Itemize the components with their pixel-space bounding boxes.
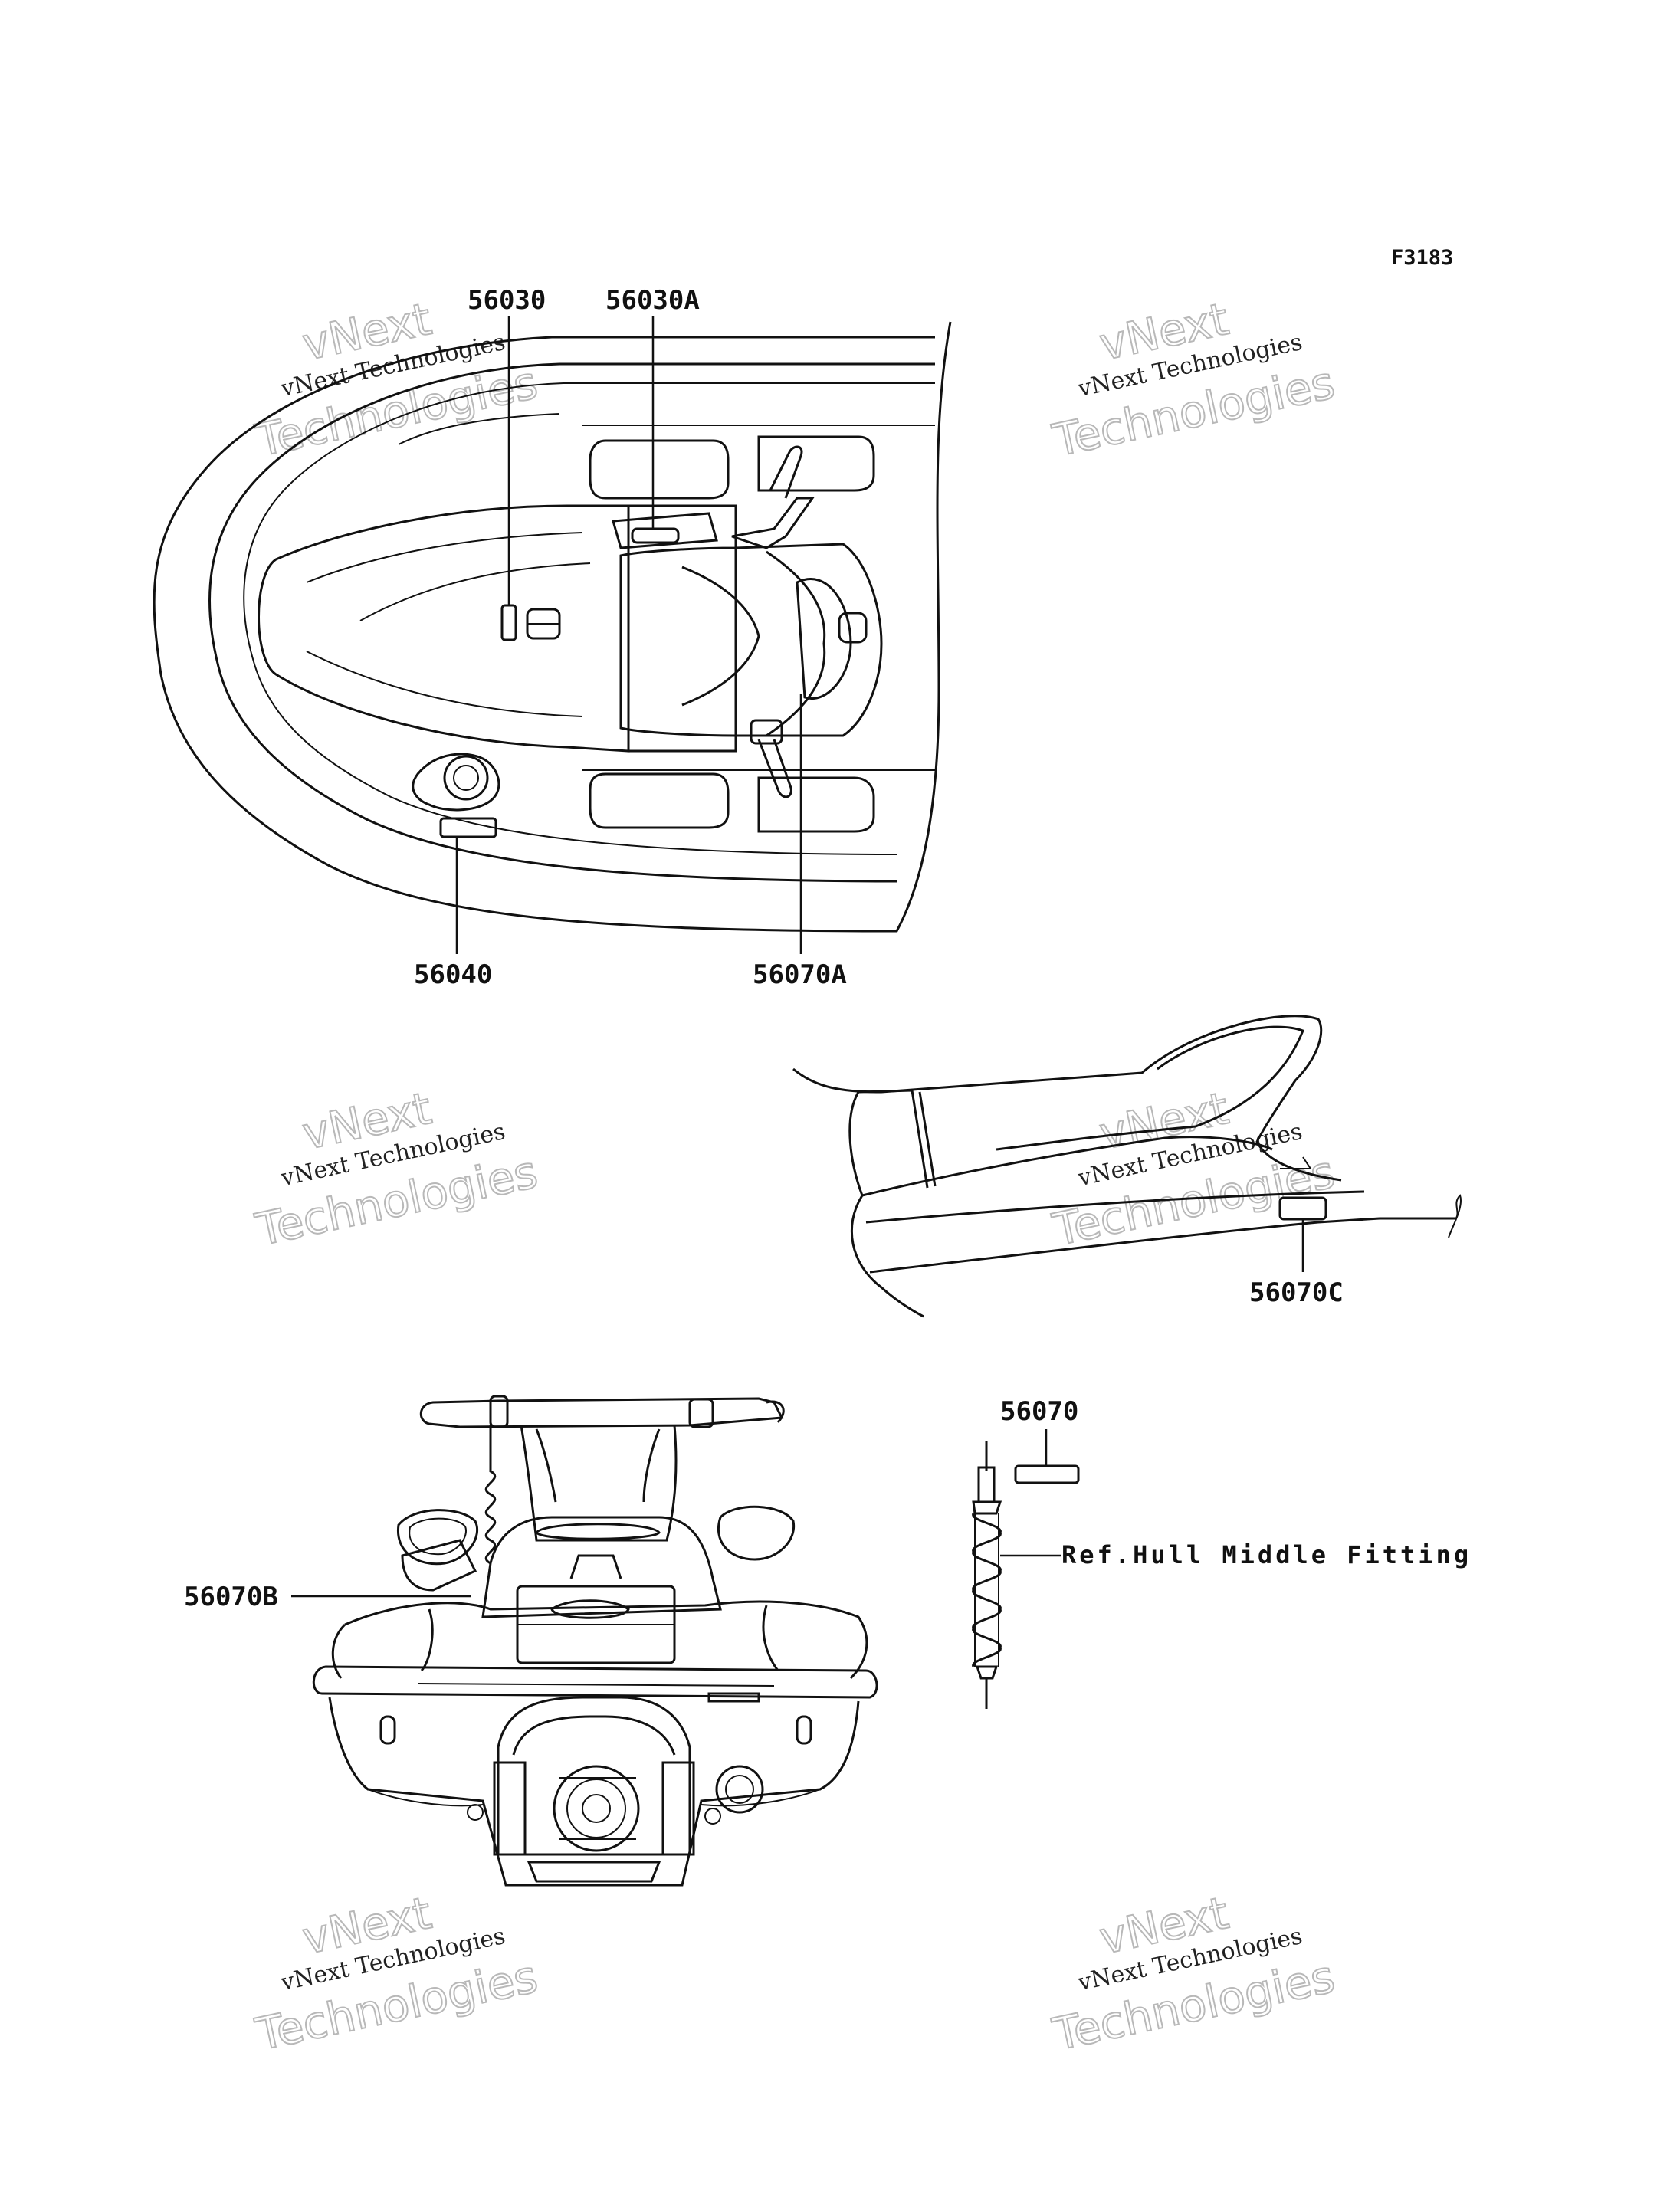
watermark-3: vNext vNext Technologies Technologies <box>251 1081 543 1257</box>
reference-label: Ref.Hull Middle Fitting <box>1061 1540 1472 1569</box>
side-view-illustration <box>792 1015 1462 1318</box>
callout-56070C: 56070C <box>1249 1277 1344 1308</box>
detail-illustration <box>972 1429 1080 1709</box>
watermark-4: vNext vNext Technologies Technologies <box>1048 1081 1340 1257</box>
decal-56030 <box>500 604 517 641</box>
callout-56030A: 56030A <box>605 285 700 316</box>
decal-56070 <box>1014 1464 1080 1484</box>
callout-56070B: 56070B <box>184 1582 278 1612</box>
callout-56040: 56040 <box>414 959 492 990</box>
figure-code: F3183 <box>1391 246 1453 270</box>
callout-56070A: 56070A <box>753 959 847 990</box>
watermark-5: vNext vNext Technologies Technologies <box>251 1886 543 2061</box>
callout-56070: 56070 <box>1000 1396 1078 1427</box>
callout-56030: 56030 <box>468 285 546 316</box>
watermark-6: vNext vNext Technologies Technologies <box>1048 1886 1340 2061</box>
rear-view-illustration <box>291 1395 878 1887</box>
watermark-2: vNext vNext Technologies Technologies <box>1048 292 1340 467</box>
decal-56040 <box>439 817 497 838</box>
top-view-illustration <box>153 316 952 954</box>
